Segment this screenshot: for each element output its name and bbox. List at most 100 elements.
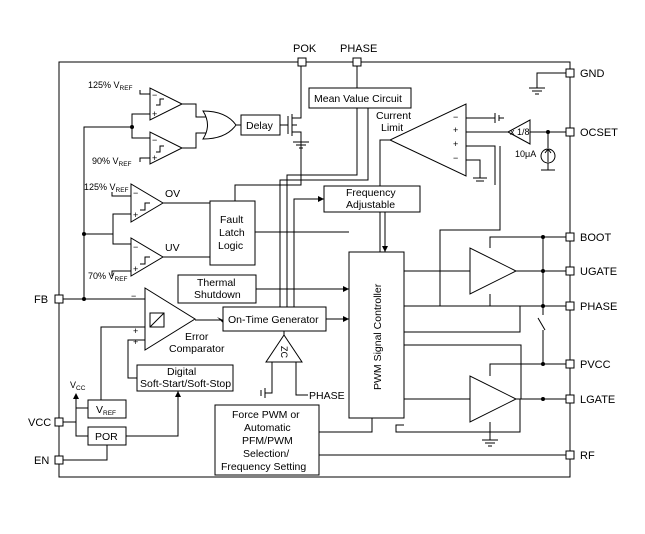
- zc-phase: [295, 362, 308, 396]
- thermal-shutdown-block: [177, 274, 257, 304]
- pin-phase-top-label: PHASE: [340, 43, 377, 55]
- pin-en: [54, 455, 64, 465]
- pin-boot-label: BOOT: [580, 232, 611, 244]
- mean-value-label: Mean Value Circuit: [314, 93, 402, 105]
- ref-125-top: 125% VREF: [88, 80, 133, 92]
- zc-gnd: [265, 362, 273, 394]
- pin-pok-label: POK: [293, 43, 317, 55]
- ground-symbol: [473, 177, 487, 182]
- uv-ref-wire: [111, 270, 131, 276]
- pin-boot: [565, 232, 575, 242]
- pin-rf-label: RF: [580, 450, 595, 462]
- pin-lgate: [565, 394, 575, 404]
- ref125-wire: [139, 90, 150, 95]
- pin-pvcc: [565, 359, 575, 369]
- pwm-signal-controller-label: PWM Signal Controller: [372, 283, 384, 390]
- pin-en-label: EN: [34, 455, 49, 467]
- current-limit-out: [379, 139, 390, 255]
- or-gate: [202, 110, 237, 140]
- zc-label: ZC: [279, 346, 289, 358]
- zc-comparator: [265, 334, 303, 363]
- ref90-wire: [139, 157, 150, 162]
- pwm-signal-controller-block: [348, 251, 405, 419]
- phase-sense: [395, 306, 522, 433]
- minus-sign: −: [131, 291, 136, 301]
- pvcc-wire: [489, 363, 566, 376]
- pin-phase-top: [352, 57, 362, 67]
- pin-ocset-label: OCSET: [580, 127, 618, 139]
- pin-lgate-label: LGATE: [580, 394, 615, 406]
- freq-to-ontime: [293, 198, 324, 307]
- ratio-label: x 1/8: [510, 127, 530, 137]
- plus-sign: +: [133, 326, 138, 336]
- current-source-gnd: [541, 163, 555, 171]
- vref-block: [87, 399, 127, 419]
- hysteresis-icon: [156, 145, 164, 153]
- pin-ugate: [565, 266, 575, 276]
- plus-sign: −: [152, 90, 157, 100]
- pin-fb: [54, 294, 64, 304]
- plus-sign: +: [133, 337, 138, 347]
- ground-symbol: [482, 439, 498, 447]
- boot-wire: [489, 236, 566, 248]
- soft-start-block: [136, 364, 234, 392]
- cl-phase-wire: [466, 145, 496, 185]
- plus-sign: +: [453, 125, 458, 135]
- minus-sign: −: [152, 135, 157, 145]
- pok-ov-comparator: [149, 87, 184, 121]
- force-to-pwm: [319, 418, 373, 433]
- pok-uv-comparator: [149, 131, 184, 165]
- delay-label: Delay: [246, 120, 274, 132]
- pin-gnd: [565, 68, 575, 78]
- uv-label: UV: [165, 242, 180, 254]
- mean-wire-2: [279, 108, 369, 307]
- frequency-adjustable-block: [323, 185, 421, 213]
- plus-sign: +: [152, 109, 157, 119]
- pin-vcc-label: VCC: [28, 417, 51, 429]
- arrow-head: [175, 391, 181, 397]
- por-label: POR: [95, 431, 118, 443]
- junction-dot: [541, 397, 545, 401]
- plus-sign: +: [152, 153, 157, 163]
- current-limit-amp: [388, 103, 467, 177]
- junction-dot: [130, 125, 134, 129]
- pin-pvcc-label: PVCC: [580, 359, 611, 371]
- softstart-to-error: [127, 339, 145, 379]
- por-to-softstart: [126, 391, 179, 437]
- phase-wire: [404, 294, 566, 307]
- pin-ocset: [565, 127, 575, 137]
- ov-ref-wire: [111, 192, 131, 197]
- on-time-generator-label: On-Time Generator: [228, 314, 319, 326]
- arrow-head: [382, 246, 388, 252]
- fault-latch-block: [209, 200, 256, 266]
- on-time-generator-block: [222, 306, 327, 332]
- vcc-node-label: VCC: [70, 380, 86, 392]
- ref-125-ov: 125% VREF: [84, 182, 129, 194]
- upper-driver: [469, 247, 518, 295]
- hysteresis-icon: [156, 98, 164, 106]
- minus-sign: −: [453, 153, 458, 163]
- ramp-icon: [149, 312, 165, 328]
- gnd-wire: [536, 72, 566, 88]
- pok-to-fault: [234, 142, 302, 201]
- en-wire: [63, 445, 108, 461]
- minus-sign: −: [133, 188, 138, 198]
- fb-ov-uv: [84, 213, 131, 245]
- current-source-arrow: [544, 148, 552, 162]
- phase-fb: [439, 146, 501, 306]
- mean-value-block: [308, 87, 412, 109]
- pin-phase-right: [565, 301, 575, 311]
- arrow-head: [343, 316, 349, 322]
- pin-ugate-label: UGATE: [580, 266, 617, 278]
- arrow-head: [73, 393, 79, 399]
- pok-mosfet: [287, 66, 309, 149]
- error-comparator: [144, 287, 196, 351]
- zc-battery: [260, 388, 266, 398]
- pin-fb-label: FB: [34, 294, 48, 306]
